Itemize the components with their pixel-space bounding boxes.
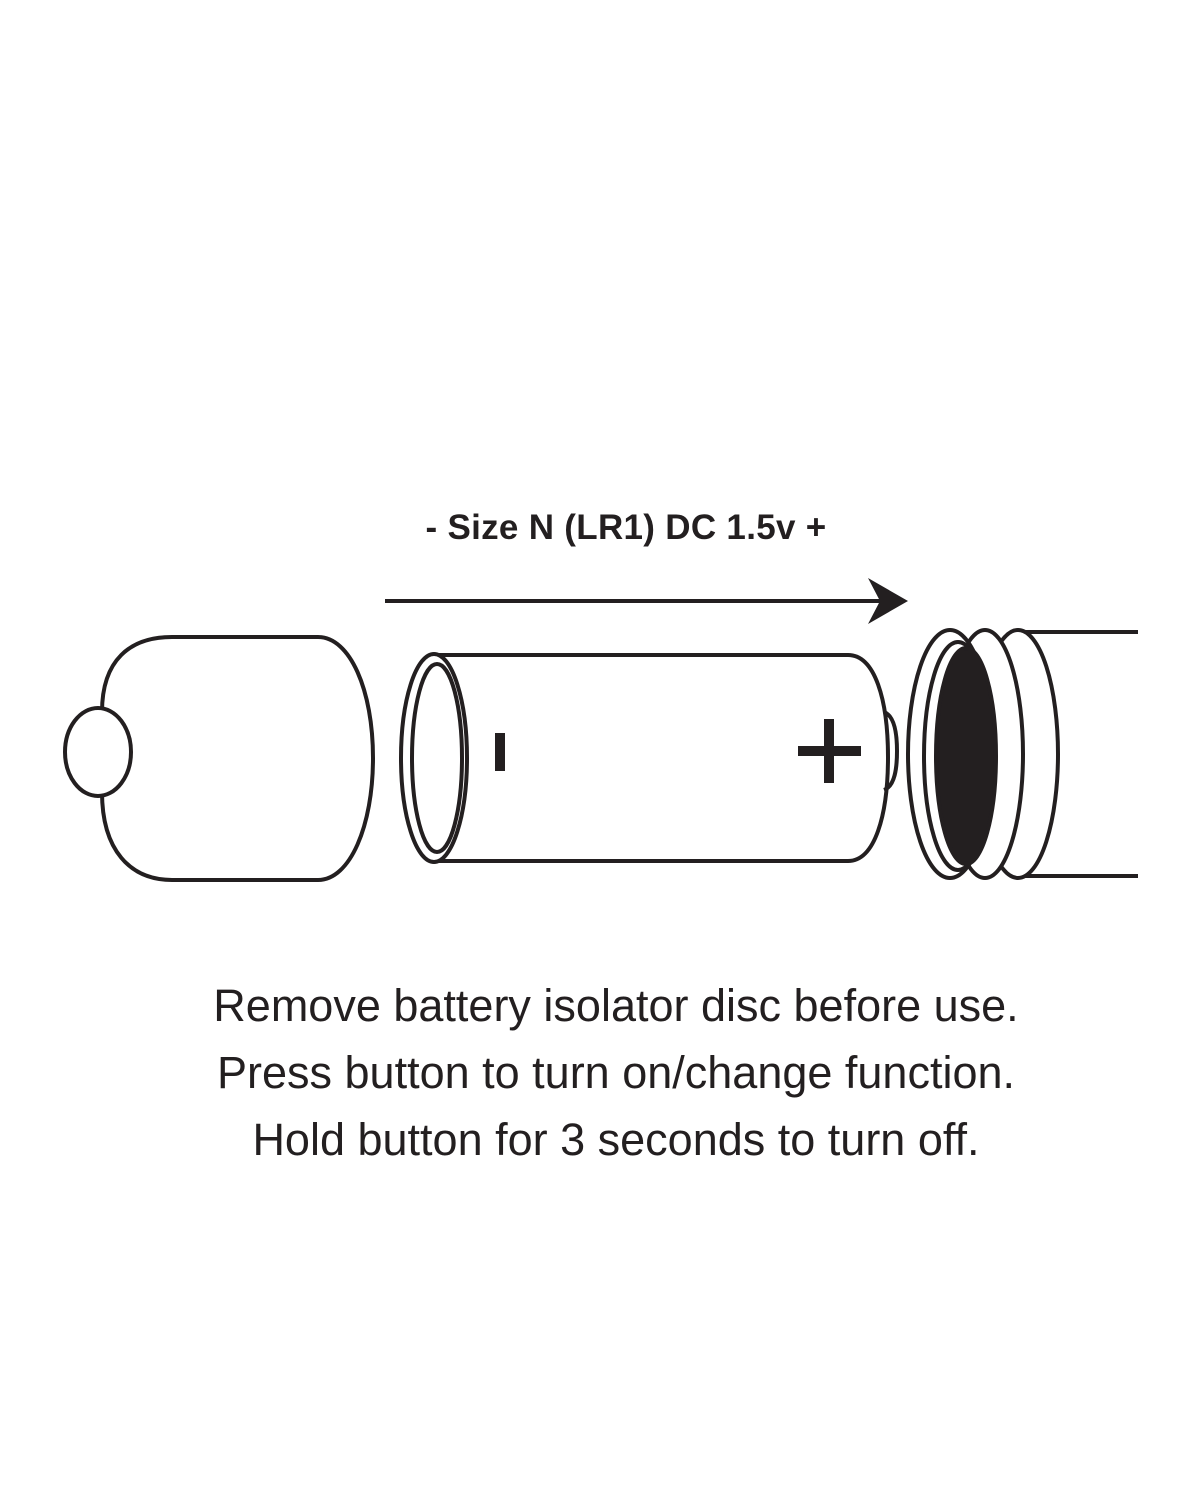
positive-sign bbox=[798, 719, 861, 783]
battery-size-label: - Size N (LR1) DC 1.5v + bbox=[425, 508, 827, 547]
battery bbox=[399, 652, 900, 864]
device-body bbox=[906, 628, 1138, 880]
negative-sign bbox=[495, 733, 505, 771]
end-cap bbox=[63, 635, 376, 882]
instructions: Remove battery isolator disc before use.… bbox=[0, 972, 1200, 1173]
instruction-line: Hold button for 3 seconds to turn off. bbox=[252, 1114, 980, 1165]
insertion-arrow bbox=[385, 578, 908, 624]
instruction-line: Remove battery isolator disc before use. bbox=[213, 980, 1019, 1031]
instruction-line: Press button to turn on/change function. bbox=[216, 1047, 1016, 1098]
